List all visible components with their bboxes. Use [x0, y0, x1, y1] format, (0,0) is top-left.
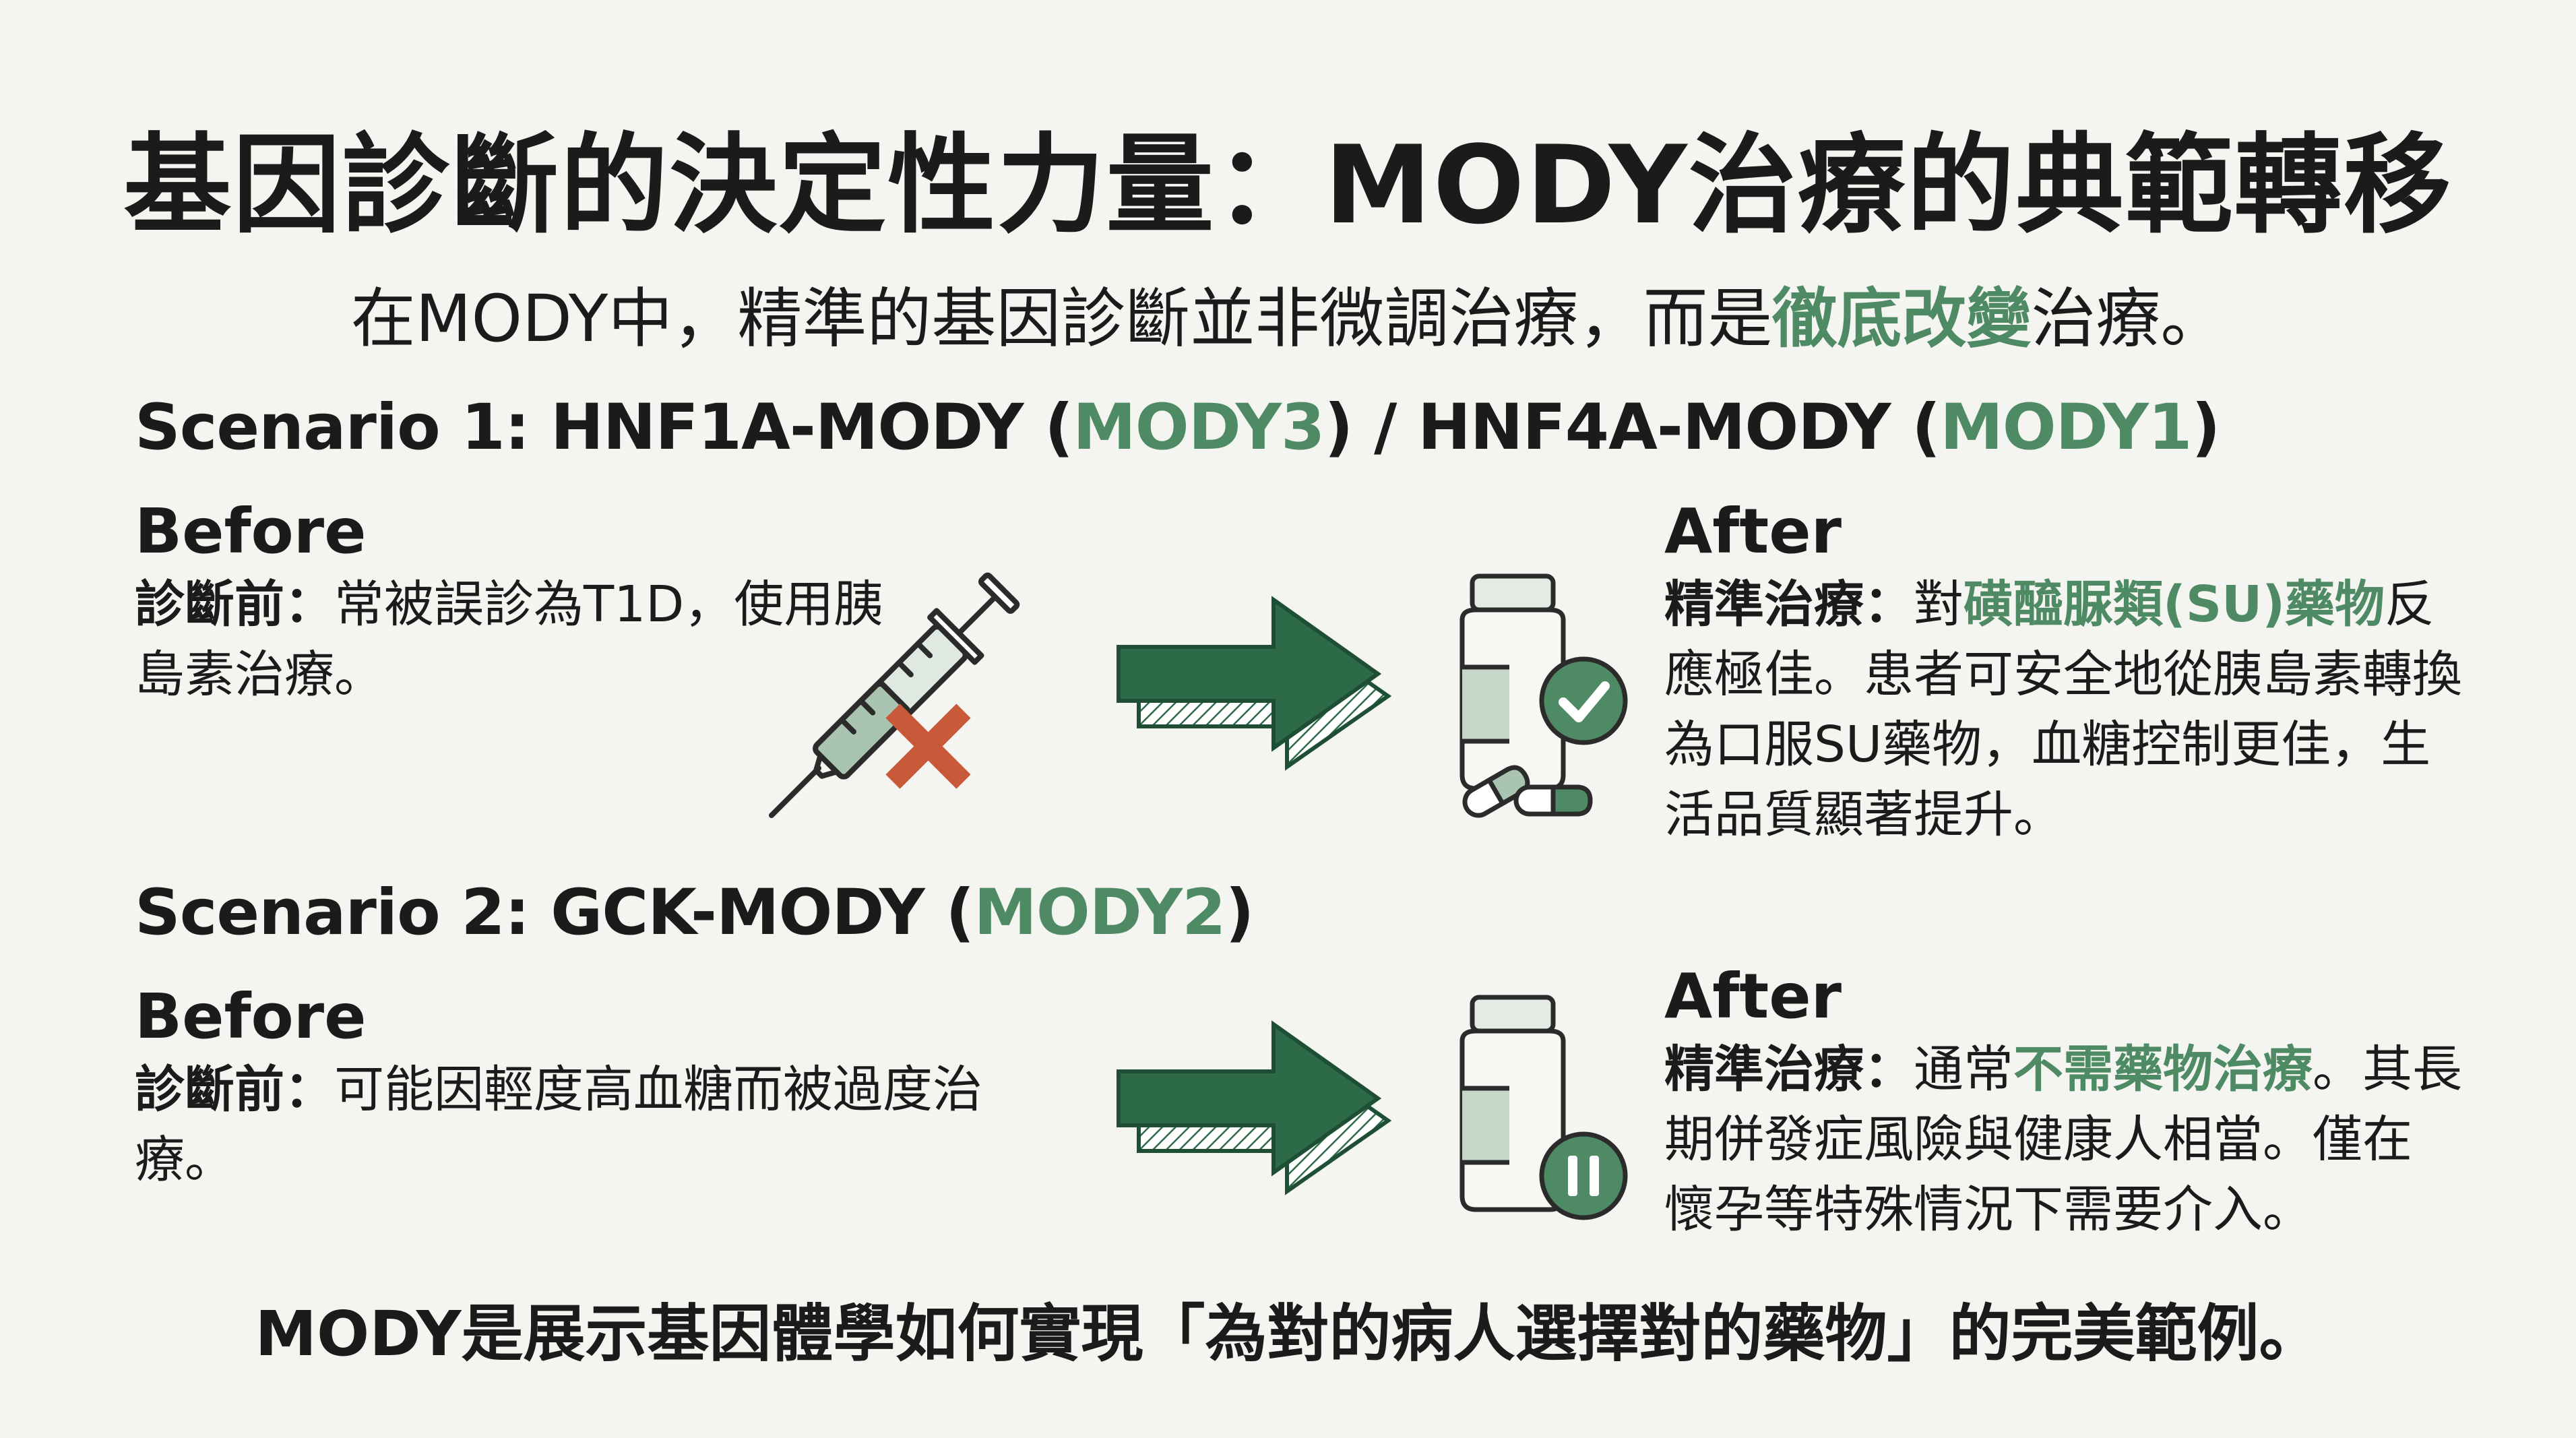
pill-bottle-check-icon	[1459, 573, 1628, 818]
scenario-2-before-line1: 可能因輕度高血糖而被過度治	[334, 1061, 982, 1119]
scenario-1-mody1: MODY1	[1940, 391, 2192, 464]
scenario-1-after-pre: 對	[1914, 575, 1964, 633]
scenario-2-after-highlight: 不需藥物治療	[2013, 1040, 2313, 1098]
scenario-1-before-line1: 常被誤診為T1D，使用胰	[334, 575, 884, 633]
scenario-1-before-label: Before	[135, 495, 367, 567]
scenario-2-after-line1-post: 。其長	[2313, 1040, 2462, 1098]
scenario-1-heading-mid: ) / HNF4A-MODY (	[1324, 391, 1941, 464]
scenario-2-after-text: 精準治療：通常不需藥物治療。其長 期併發症風險與健康人相當。僅在 懷孕等特殊情況…	[1664, 1034, 2540, 1245]
scenario-1-after-text: 精準治療：對磺醯脲類(SU)藥物反 應極佳。患者可安全地從胰島素轉換 為口服SU…	[1664, 569, 2540, 850]
syringe-crossed-icon	[769, 572, 1020, 818]
scenario-2-before-lead: 診斷前：	[135, 1061, 334, 1119]
scenario-1-heading-pre: Scenario 1: HNF1A-MODY (	[135, 391, 1073, 464]
scenario-1-after-line3: 為口服SU藥物，血糖控制更佳，生	[1664, 716, 2431, 774]
scenario-2-heading-post: )	[1225, 876, 1254, 949]
scenario-1-after-line4: 活品質顯著提升。	[1664, 786, 2063, 844]
capsules-icon	[1462, 765, 1593, 818]
footer-summary: MODY是展示基因體學如何實現「為對的病人選擇對的藥物」的完美範例。	[255, 1298, 2321, 1370]
scenario-2-before-label: Before	[135, 980, 367, 1053]
right-arrow-icon	[1117, 596, 1392, 771]
scenario-2-after-line3: 懷孕等特殊情況下需要介入。	[1664, 1181, 2313, 1239]
page-title: 基因診斷的決定性力量：MODY治療的典範轉移	[123, 122, 2453, 248]
scenario-2-heading-pre: Scenario 2: GCK-MODY (	[135, 876, 974, 949]
scenario-1-before-text: 診斷前：常被誤診為T1D，使用胰 島素治療。	[135, 569, 943, 710]
scenario-1-before-lead: 診斷前：	[135, 575, 334, 633]
scenario-1-after-lead: 精準治療：	[1664, 575, 1914, 633]
subtitle-text-post: 治療。	[2031, 281, 2226, 356]
scenario-2-after-pre: 通常	[1914, 1040, 2013, 1098]
pill-bottle-pause-icon	[1459, 995, 1628, 1220]
scenario-1-before-line2: 島素治療。	[135, 646, 384, 704]
subtitle-highlight: 徹底改變	[1772, 281, 2032, 356]
scenario-1-heading: Scenario 1: HNF1A-MODY (MODY3) / HNF4A-M…	[135, 391, 2220, 464]
scenario-1-heading-post: )	[2191, 391, 2220, 464]
subtitle: 在MODY中，精準的基因診斷並非微調治療，而是徹底改變治療。	[0, 266, 2576, 360]
scenario-1-after-highlight: 磺醯脲類(SU)藥物	[1964, 575, 2385, 633]
subtitle-text-pre: 在MODY中，精準的基因診斷並非微調治療，而是	[350, 281, 1773, 356]
scenario-2-after-lead: 精準治療：	[1664, 1040, 1914, 1098]
scenario-2-heading: Scenario 2: GCK-MODY (MODY2)	[135, 876, 1254, 949]
scenario-1-after-label: After	[1664, 495, 1842, 567]
scenario-2-before-line2: 療。	[135, 1131, 234, 1189]
scenario-2-mody2: MODY2	[974, 876, 1226, 949]
scenario-1-mody3: MODY3	[1073, 391, 1325, 464]
scenario-1-after-line2: 應極佳。患者可安全地從胰島素轉換	[1664, 646, 2462, 704]
scenario-2-before-text: 診斷前：可能因輕度高血糖而被過度治 療。	[135, 1055, 1078, 1195]
scenario-1-after-line1-post: 反	[2385, 575, 2435, 633]
scenario-2-after-line2: 期併發症風險與健康人相當。僅在	[1664, 1111, 2412, 1168]
scenario-2-after-label: After	[1664, 960, 1842, 1032]
right-arrow-icon	[1117, 1020, 1392, 1195]
